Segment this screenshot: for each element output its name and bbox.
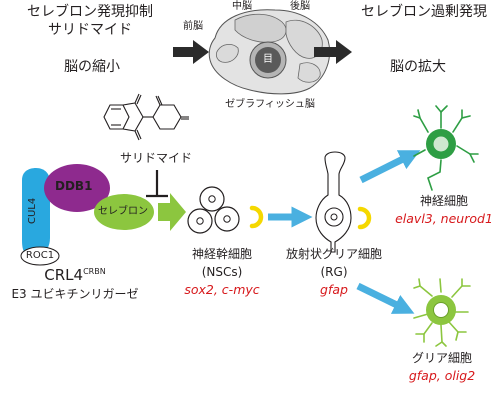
rg-label: 放射状グリア細胞 [285,247,383,261]
rg-abbr: (RG) [320,265,348,279]
header-right: セレブロン過剰発現 [361,4,487,20]
nsc-self-renewal-arrow [249,205,264,229]
brain-shrink-label: 脳の縮小 [64,59,120,75]
nsc-label: 神経幹細胞 [191,247,253,261]
crl4-crbn-label: CRL4CRBN [44,266,106,284]
neuron-genes: elavl3, neurod1 [395,211,493,226]
neuron-cell [413,105,479,191]
nsc-abbr: (NSCs) [201,265,243,279]
nsc-genes: sox2, c-myc [184,282,260,297]
ddb1-label: DDB1 [55,179,93,193]
cereblon-label: セレブロン [98,206,148,217]
brain-enlarge-label: 脳の拡大 [390,59,446,75]
roc1-label: ROC1 [25,250,55,261]
inhibition-bar [146,170,168,198]
right-black-arrow [314,40,352,64]
midbrain-label: 中脳 [232,1,252,12]
left-black-arrow [173,40,209,64]
glia-label: グリア細胞 [411,351,473,365]
radial-glia-cell [315,151,352,253]
crl4-complex [20,164,154,266]
zebrafish-brain-illustration [208,9,331,95]
thalidomide-label: サリドマイド [119,151,193,165]
header-left-line1: セレブロン発現抑制 [27,4,153,20]
eye-label: 目 [263,54,273,65]
green-arrow [158,193,186,231]
glial-cell [413,278,471,347]
thalidomide-structure [103,93,189,141]
blue-arrow-to-neuron [359,150,421,184]
cul4-label: CUL4 [27,197,38,224]
glia-genes: gfap, olig2 [408,368,476,383]
hindbrain-label: 後脳 [290,1,310,12]
blue-arrow-to-glia [356,282,415,314]
neural-stem-cells [187,186,240,234]
rg-genes: gfap [320,282,348,297]
e3-ligase-label: E3 ユビキチンリガーゼ [11,287,139,301]
forebrain-label: 前脳 [183,21,203,32]
rg-self-renewal-arrow [357,206,372,230]
zebrafish-brain-caption: ゼブラフィッシュ脳 [225,99,315,110]
neuron-label: 神経細胞 [419,194,469,208]
header-left-line2: サリドマイド [48,22,132,38]
